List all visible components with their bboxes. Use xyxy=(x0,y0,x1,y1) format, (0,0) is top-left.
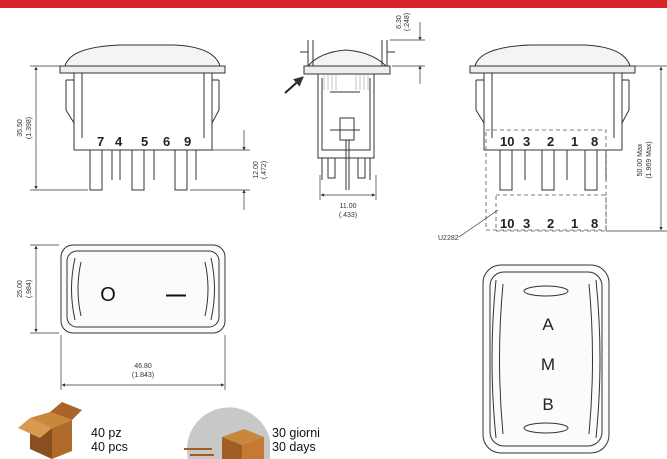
rocker-face xyxy=(482,264,610,454)
pin-label: 6 xyxy=(163,134,170,149)
callout-arrow-icon xyxy=(284,76,304,94)
top-dimension-mm: 6.30 xyxy=(396,15,403,29)
max-height-dimension-mm: 50.00 Max xyxy=(637,143,644,176)
front-view xyxy=(300,40,395,190)
off-symbol: O xyxy=(100,284,116,306)
pin-label: 9 xyxy=(184,134,191,149)
pin-label: 8 xyxy=(591,216,598,231)
box-icon xyxy=(18,402,82,459)
pin-label: 1 xyxy=(571,216,578,231)
side-view-1-dimensions xyxy=(30,65,250,210)
top-view xyxy=(60,244,226,334)
pin-label: 5 xyxy=(141,134,148,149)
top-view-dimensions xyxy=(30,244,226,390)
side-view-2 xyxy=(469,44,636,191)
delivery-truck-icon xyxy=(184,407,270,459)
packaging-quantity-en: 40 pcs xyxy=(91,440,128,454)
height-dimension-in: (1.398) xyxy=(26,117,33,139)
pin-label: 2 xyxy=(547,134,554,149)
height-dimension-mm: 35.50 xyxy=(17,119,24,137)
side-view-2-pin-labels: 10 3 2 1 8 xyxy=(500,134,598,149)
pin-label: 4 xyxy=(115,134,123,149)
max-height-dimension-in: (1.969 Max) xyxy=(646,141,653,178)
width-dimension-in: (1.843) xyxy=(132,372,154,379)
side-view-1 xyxy=(59,44,226,191)
on-symbol: — xyxy=(166,284,186,306)
pin-label: 2 xyxy=(547,216,554,231)
delivery-time-en: 30 days xyxy=(272,440,316,454)
packaging-quantity-it: 40 pz xyxy=(91,426,122,440)
delivery-time-it: 30 giorni xyxy=(272,426,320,440)
side-view-2-ghost-pin-labels: 10 3 2 1 8 xyxy=(500,216,598,231)
side-view-2-ghost xyxy=(485,129,607,232)
pin-label: 10 xyxy=(500,216,514,231)
pin-label: 7 xyxy=(97,134,104,149)
pin-label: 3 xyxy=(523,216,530,231)
rocker-letter: B xyxy=(542,395,553,414)
side-view-2-dimensions xyxy=(458,65,667,238)
front-view-dimensions xyxy=(319,22,425,200)
width-dimension-mm: 46.80 xyxy=(134,363,152,370)
side-view-1-pin-labels: 7 4 5 6 9 xyxy=(97,134,191,149)
bottom-dimension-in: (.433) xyxy=(339,212,357,219)
header-accent-bar xyxy=(0,0,667,8)
delivery-legend: 30 giorni 30 days xyxy=(272,426,320,454)
pin-dimension-mm: 12.00 xyxy=(253,161,260,179)
packaging-legend: 40 pz 40 pcs xyxy=(91,426,128,454)
pin-label: 1 xyxy=(571,134,578,149)
front-view-hatching xyxy=(323,74,369,90)
pin-dimension-in: (.472) xyxy=(261,161,268,179)
pin-label: 10 xyxy=(500,134,514,149)
pin-label: 3 xyxy=(523,134,530,149)
rocker-letter: A xyxy=(542,315,554,334)
top-dimension-in: (.248) xyxy=(404,13,411,31)
height-dimension-mm: 25.00 xyxy=(17,280,24,298)
rocker-letter: M xyxy=(541,355,555,374)
bottom-dimension-mm: 11.00 xyxy=(340,203,357,210)
height-dimension-in: (.984) xyxy=(26,280,33,298)
part-callout: U2282 xyxy=(438,235,459,242)
pin-label: 8 xyxy=(591,134,598,149)
